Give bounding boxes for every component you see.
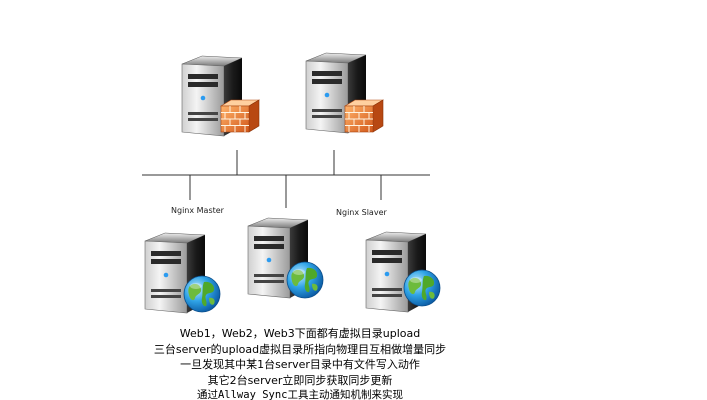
globe-icon [403, 269, 441, 307]
caption-line-1: Web1，Web2，Web3下面都有虚拟目录upload [179, 327, 421, 340]
nginx-slaver-node [305, 52, 384, 134]
caption-line-3: 一旦发现其中某1台server目录中有文件写入动作 [180, 358, 420, 371]
globe-icon [183, 275, 221, 313]
web2-node [247, 217, 324, 299]
caption-line-5: 通过Allway Sync工具主动通知机制来实现 [196, 389, 404, 400]
globe-icon [286, 261, 324, 299]
caption-line-4: 其它2台server立即同步获取同步更新 [207, 373, 393, 387]
firewall-icon [220, 99, 260, 133]
firewall-icon [344, 99, 384, 133]
nginx-master-node [181, 55, 260, 137]
caption-line-2: 三台server的upload虚拟目录所指向物理目互相做增量同步 [153, 342, 447, 356]
network-lines [142, 150, 430, 208]
nginx-slaver-label: Nginx Slaver [336, 208, 387, 217]
nginx-master-label: Nginx Master [171, 206, 224, 215]
web3-node [365, 231, 441, 313]
description-caption: Web1，Web2，Web3下面都有虚拟目录upload 三台server的up… [0, 326, 600, 400]
web1-node [144, 232, 221, 314]
